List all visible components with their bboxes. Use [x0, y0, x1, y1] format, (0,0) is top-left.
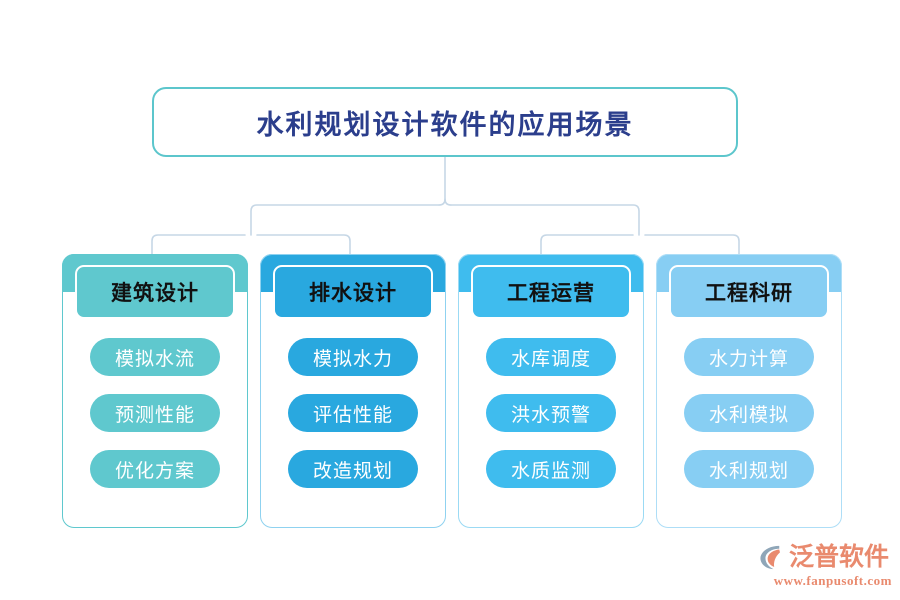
branch-item[interactable]: 水利规划 [684, 450, 814, 488]
branch-item[interactable]: 水利模拟 [684, 394, 814, 432]
branch-item-label: 水力计算 [708, 348, 789, 370]
connector-bracket-left-2 [256, 234, 351, 255]
branch-item-label: 预测性能 [114, 404, 195, 426]
branch-item-label: 改造规划 [312, 460, 393, 482]
branch-item[interactable]: 水库调度 [486, 338, 616, 376]
branch-items-4: 水力计算 水利模拟 水利规划 [656, 338, 842, 488]
branch-outline-2 [260, 254, 446, 528]
branch-item-label: 模拟水流 [114, 348, 195, 370]
watermark-url: www.fanpusoft.com [773, 573, 892, 588]
branch-item[interactable]: 评估性能 [288, 394, 418, 432]
branch-card-3[interactable]: 工程运营 水库调度 洪水预警 水质监测 [458, 254, 644, 528]
connector-bracket-left-1 [151, 234, 246, 255]
branch-card-2[interactable]: 排水设计 模拟水力 评估性能 改造规划 [260, 254, 446, 528]
branch-card-4[interactable]: 工程科研 水力计算 水利模拟 水利规划 [656, 254, 842, 528]
branch-outline-3 [458, 254, 644, 528]
branch-header-label-3: 工程运营 [507, 281, 595, 305]
branch-header-label-1: 建筑设计 [111, 281, 199, 305]
connector-trunk [444, 156, 452, 206]
connector-bracket-right-1 [540, 234, 634, 255]
branch-item-label: 水库调度 [510, 348, 591, 370]
connector-bracket-right-2 [644, 234, 740, 255]
root-title-box: 水利规划设计软件的应用场景 [152, 87, 738, 157]
watermark-logo: 泛普软件 www.fanpusoft.com [757, 542, 892, 590]
branch-item-label: 水利规划 [708, 460, 789, 482]
branch-header-4[interactable]: 工程科研 [669, 265, 829, 319]
branch-item[interactable]: 洪水预警 [486, 394, 616, 432]
branch-header-label-2: 排水设计 [309, 281, 397, 305]
branch-item-label: 水质监测 [510, 460, 591, 482]
branch-items-3: 水库调度 洪水预警 水质监测 [458, 338, 644, 488]
connector-bar-left [250, 204, 440, 236]
branch-item[interactable]: 水质监测 [486, 450, 616, 488]
branch-item-label: 洪水预警 [510, 404, 591, 426]
watermark-row: 泛普软件 [757, 542, 892, 572]
connector-bar-right [450, 204, 640, 236]
branch-item[interactable]: 预测性能 [90, 394, 220, 432]
branch-header-1[interactable]: 建筑设计 [75, 265, 235, 319]
branch-item-label: 评估性能 [312, 404, 393, 426]
connector-trunk-left-cap [438, 198, 446, 206]
root-title-text: 水利规划设计软件的应用场景 [256, 109, 634, 140]
fanpu-logo-icon [760, 545, 780, 569]
branch-item-label: 水利模拟 [708, 404, 789, 426]
branch-item[interactable]: 优化方案 [90, 450, 220, 488]
watermark-brand: 泛普软件 [789, 543, 890, 571]
branch-card-1[interactable]: 建筑设计 模拟水流 预测性能 优化方案 [62, 254, 248, 528]
branch-item[interactable]: 模拟水流 [90, 338, 220, 376]
branch-item[interactable]: 水力计算 [684, 338, 814, 376]
branch-outline-4 [656, 254, 842, 528]
branch-items-1: 模拟水流 预测性能 优化方案 [62, 338, 248, 488]
branch-outline-1 [62, 254, 248, 528]
branch-header-3[interactable]: 工程运营 [471, 265, 631, 319]
branch-item-label: 优化方案 [114, 460, 195, 482]
branch-item[interactable]: 模拟水力 [288, 338, 418, 376]
branch-header-label-4: 工程科研 [705, 281, 793, 305]
branch-item[interactable]: 改造规划 [288, 450, 418, 488]
branch-header-2[interactable]: 排水设计 [273, 265, 433, 319]
branch-item-label: 模拟水力 [312, 348, 393, 370]
branch-items-2: 模拟水力 评估性能 改造规划 [260, 338, 446, 488]
